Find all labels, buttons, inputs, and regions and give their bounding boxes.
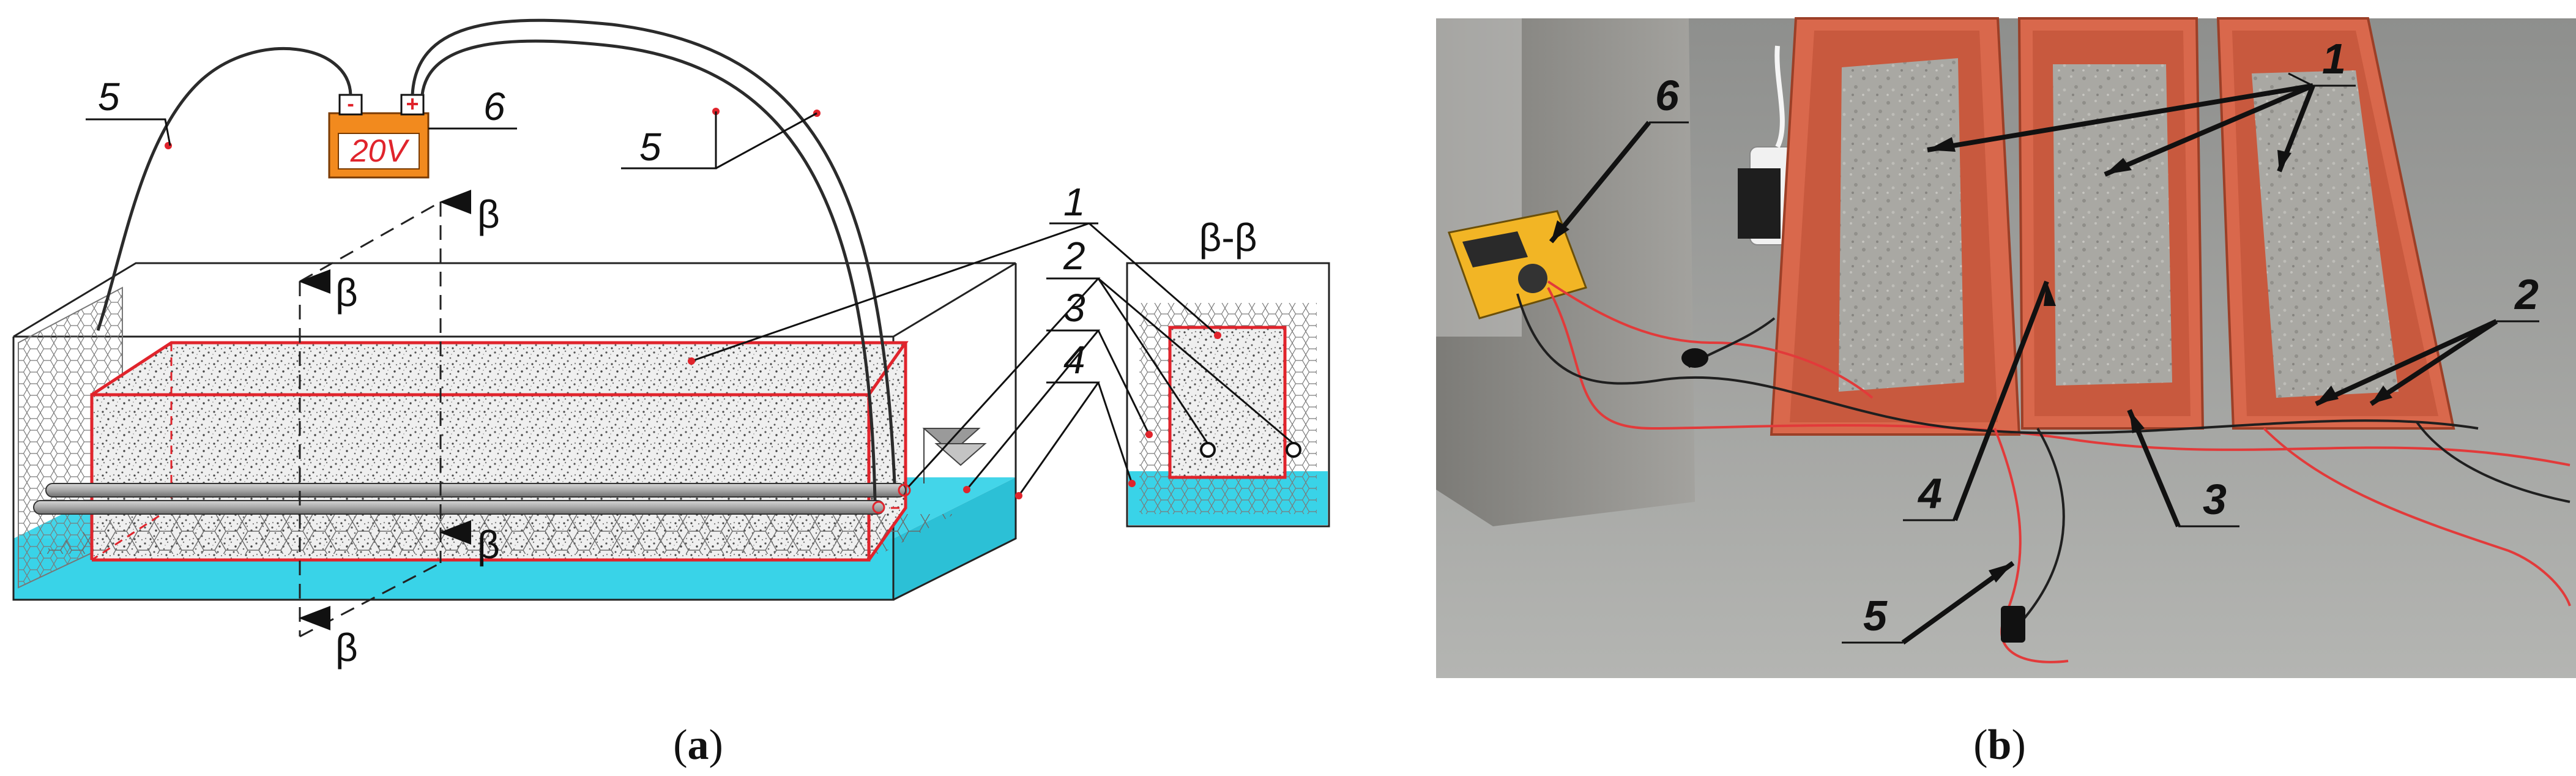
section-title: β-β — [1199, 215, 1257, 259]
rod-upper — [45, 483, 906, 498]
section-marker-4: β — [335, 625, 358, 670]
label-5-left-a: 5 — [98, 75, 120, 119]
steel-rods — [33, 483, 911, 515]
label-2-a: 2 — [1063, 234, 1085, 278]
power-supply: - + 20V — [328, 91, 430, 179]
rod-lower — [33, 500, 885, 515]
wire-plus-2 — [420, 39, 877, 501]
bottom-mesh — [37, 514, 955, 554]
battery-voltage: 20V — [350, 133, 410, 169]
label-5-b: 5 — [1863, 592, 1888, 640]
label-2-b: 2 — [2514, 270, 2539, 318]
wire-plus-1 — [411, 18, 896, 484]
section-arrow-icons — [299, 190, 471, 630]
photo-arrowheads — [1551, 137, 2392, 583]
water-side — [893, 477, 1016, 600]
wire-minus — [96, 47, 352, 331]
label-1-a: 1 — [1063, 180, 1085, 224]
adapter-icon — [1738, 168, 1781, 239]
label-3-a: 3 — [1063, 286, 1085, 330]
battery-plus-sign: + — [406, 91, 419, 116]
caption-a: (a) — [673, 722, 723, 769]
trays — [1770, 17, 2455, 436]
label-3-b: 3 — [2203, 476, 2227, 523]
panel-b: 1 2 3 4 5 6 — [1436, 17, 2576, 678]
battery-minus-sign: - — [347, 92, 354, 116]
label-6-a: 6 — [483, 84, 505, 129]
label-1-b: 1 — [2322, 35, 2346, 83]
section-marker-2: β — [477, 192, 500, 236]
label-6-b: 6 — [1655, 72, 1680, 119]
concrete-block-2 — [2053, 64, 2172, 386]
terminal-minus — [338, 94, 363, 116]
section-marker-3: β — [477, 523, 500, 567]
photo-cables — [1516, 280, 2571, 663]
specimen-top — [92, 343, 906, 395]
label-4-a: 4 — [1063, 338, 1085, 382]
panel-a: β β β β - + 20V — [12, 18, 1330, 670]
label-4-b: 4 — [1917, 469, 1942, 517]
specimen — [37, 341, 955, 562]
section-marker-1: β — [335, 270, 358, 315]
section-view: β-β — [1126, 215, 1330, 528]
wires — [96, 18, 896, 501]
concrete-block-1 — [1839, 58, 1964, 392]
leader-lines — [86, 111, 1294, 496]
clip-icon — [2001, 606, 2025, 643]
caption-b: (b) — [1973, 722, 2026, 769]
section-specimen — [1168, 326, 1287, 479]
label-5-right-a: 5 — [639, 125, 661, 169]
